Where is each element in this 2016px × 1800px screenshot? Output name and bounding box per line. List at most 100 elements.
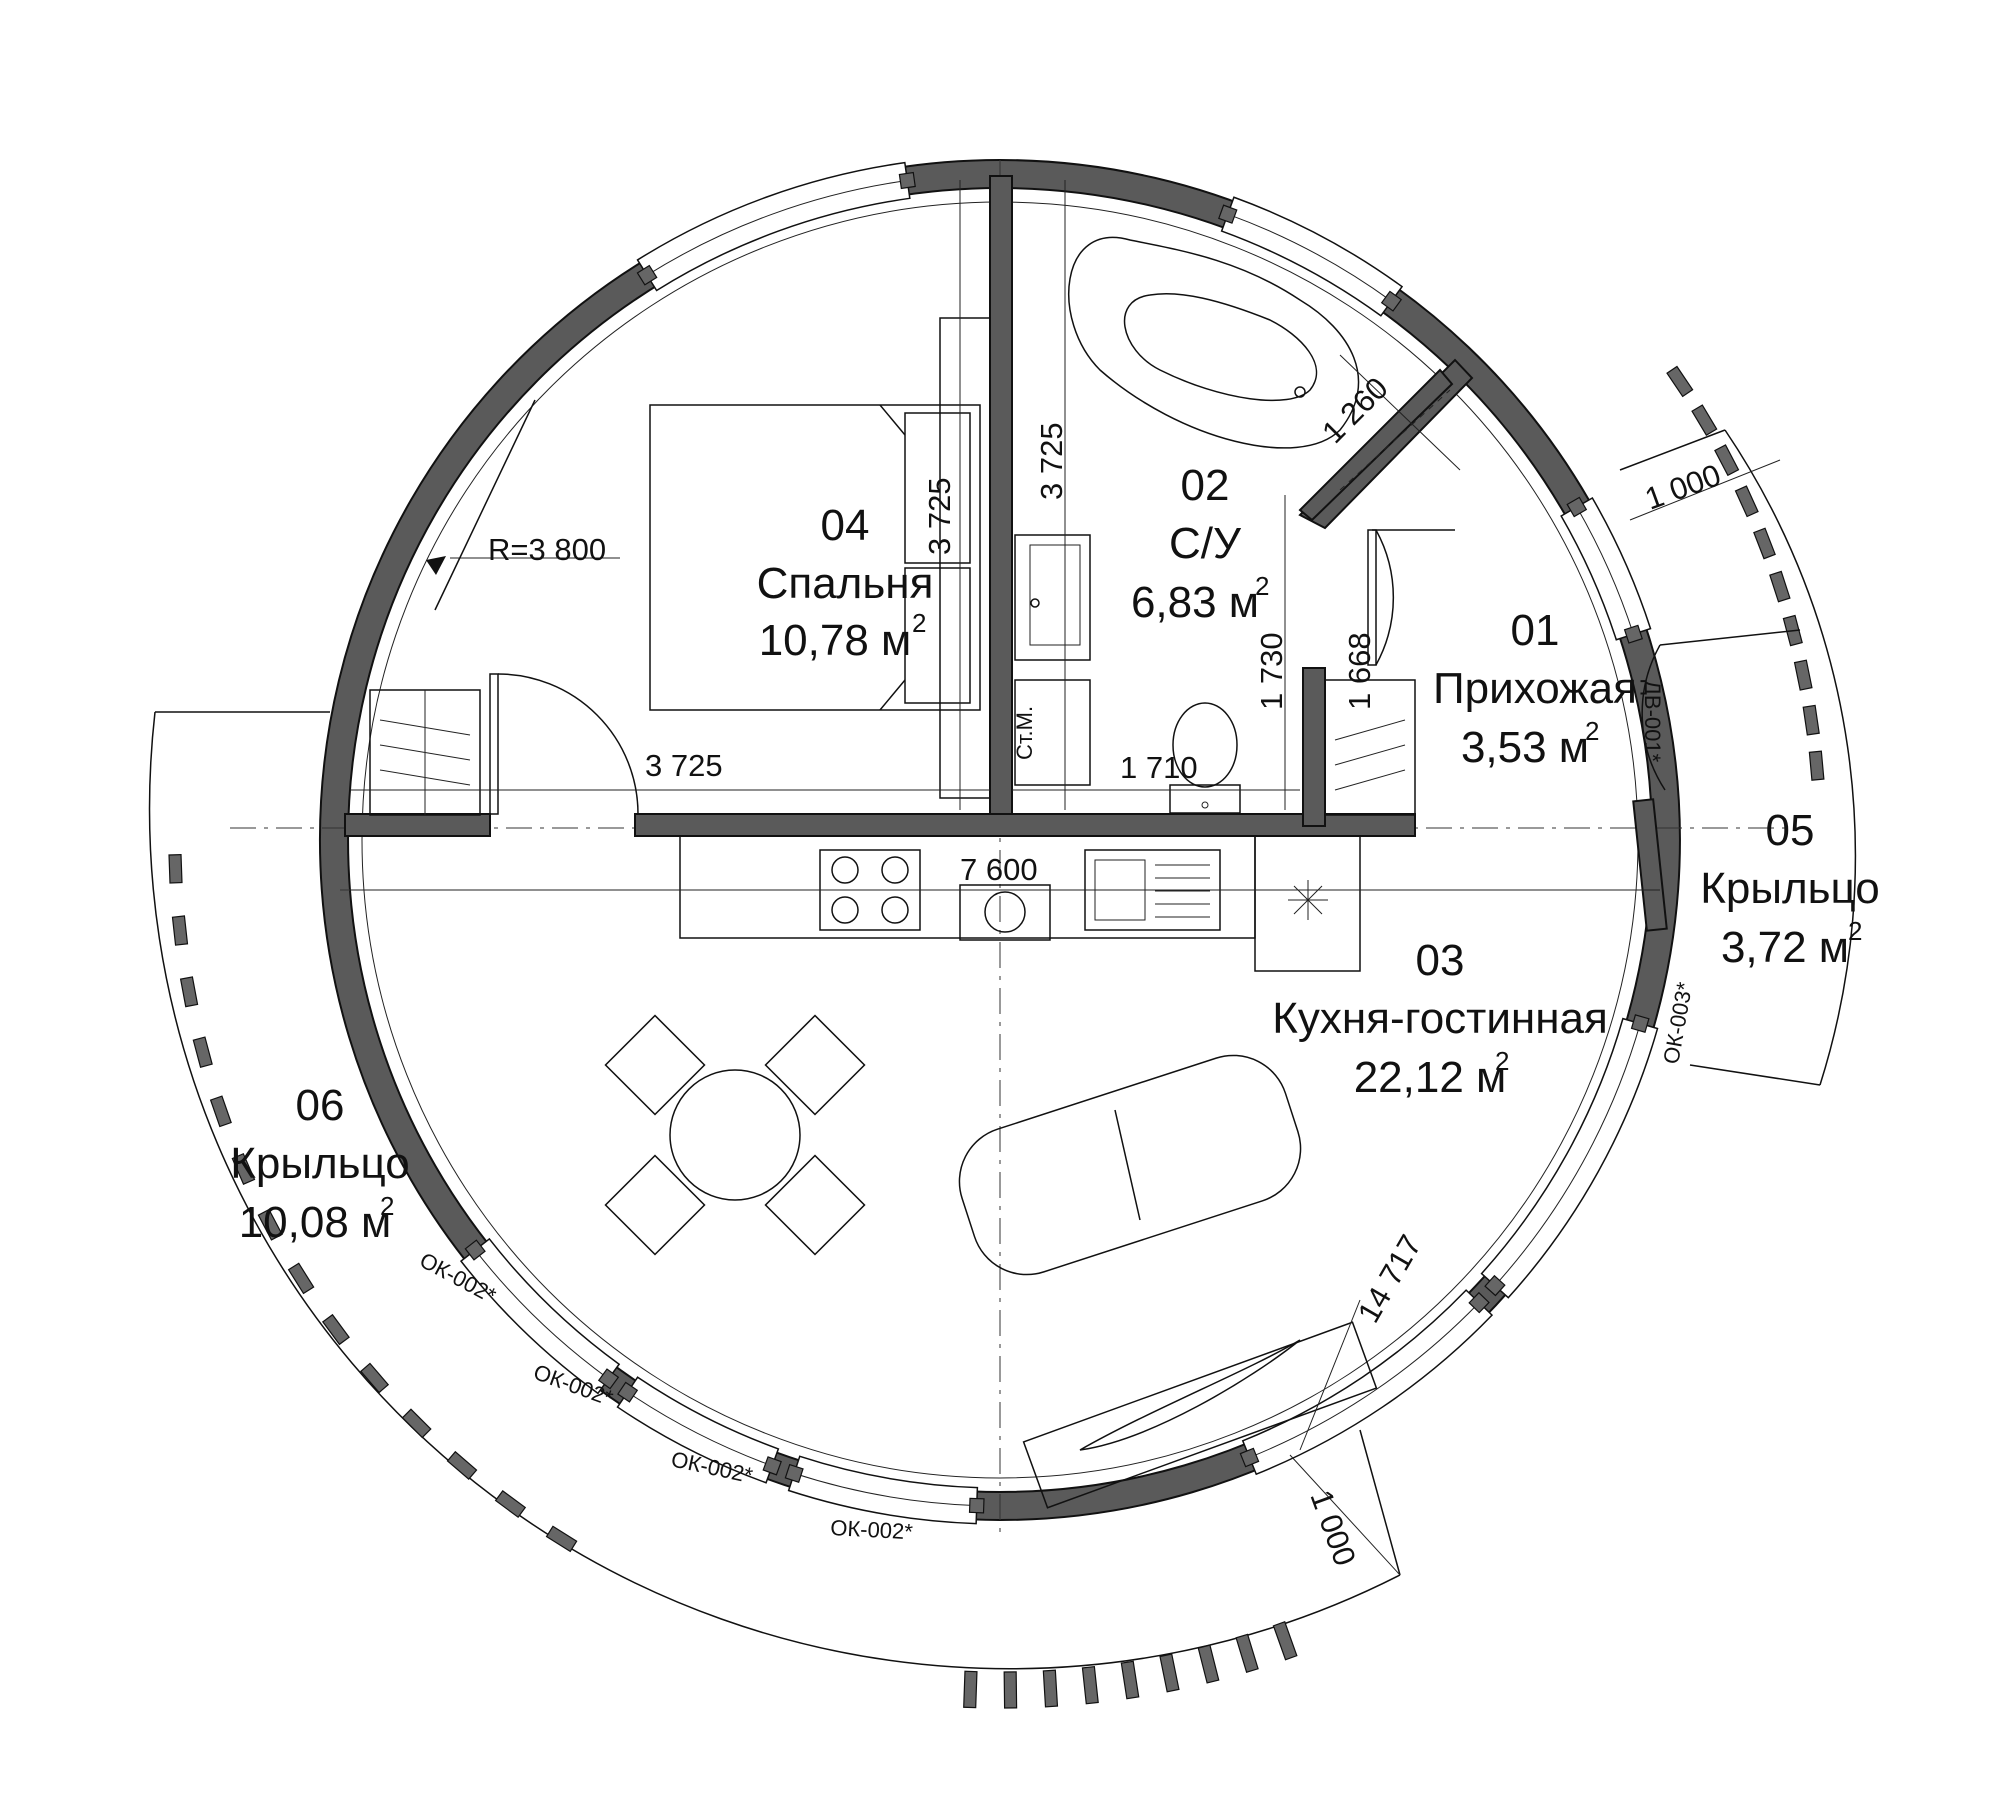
sofa: [958, 1054, 1302, 1276]
railing-post: [287, 1262, 315, 1295]
dim-porch-right: 1 000: [1640, 457, 1725, 516]
railing-post: [1793, 659, 1813, 691]
radius-pointer: [426, 399, 536, 611]
railing-post: [1714, 444, 1740, 477]
room-06-name: Крыльцо: [230, 1139, 410, 1188]
room-06-number: 06: [296, 1081, 345, 1130]
room-03-number: 03: [1416, 936, 1465, 985]
dim-hall-height: 1 730: [1254, 632, 1289, 710]
window-frame: [1468, 1291, 1490, 1314]
porch-bench: [1022, 1321, 1378, 1509]
dimension-labels: R=3 800 3 725 3 725 3 725 1 710 1 730 1 …: [488, 370, 1725, 1570]
room-04-number: 04: [821, 501, 870, 550]
oven-fan: [959, 884, 1051, 941]
window-frame: [1380, 290, 1403, 312]
railing-post: [1272, 1621, 1298, 1661]
railing-post: [1769, 570, 1791, 603]
railing-post: [494, 1490, 527, 1519]
railing-post: [1120, 1660, 1140, 1700]
dim-hall-partition: 1 668: [1342, 632, 1377, 710]
room-02-name: С/У: [1169, 519, 1242, 568]
wc-fixture-label: Ст.М.: [1012, 706, 1037, 760]
room-05-area: 3,72 м: [1721, 923, 1849, 972]
room-labels: 04 Спальня 10,78 м 2 02 С/У 6,83 м 2 01 …: [230, 461, 1880, 1247]
room-02-area-sup: 2: [1255, 571, 1269, 601]
kitchen-counter: [679, 835, 1361, 972]
axis-lines: [230, 160, 1800, 1540]
window-glass: [1249, 1302, 1480, 1458]
window-frame: [898, 171, 916, 190]
room-03-area: 22,12 м: [1354, 1053, 1507, 1102]
bedroom-shelves: [369, 689, 481, 816]
window-frame: [1566, 496, 1588, 518]
railing-post: [168, 853, 183, 884]
railing-post: [1197, 1644, 1220, 1684]
railing-post: [1691, 404, 1718, 437]
room-04-area-sup: 2: [912, 608, 926, 638]
window-glass: [1494, 1023, 1641, 1286]
railing-post: [360, 1362, 390, 1394]
radius-label: R=3 800: [488, 532, 606, 567]
window-glass: [474, 1249, 609, 1380]
window-frame: [784, 1463, 804, 1483]
railing-post: [1235, 1633, 1259, 1674]
railing-post: [179, 976, 199, 1008]
window-3: [1560, 496, 1652, 641]
bedroom-wardrobe: [939, 317, 991, 799]
railing-post: [1081, 1665, 1099, 1705]
dim-porch-arc: 14 717: [1351, 1229, 1429, 1329]
room-04-area: 10,78 м: [759, 616, 912, 665]
window-frame: [464, 1239, 486, 1261]
railing-post: [231, 1152, 256, 1185]
room-05-area-sup: 2: [1848, 916, 1862, 946]
railing-post: [1808, 750, 1825, 781]
window-8: [459, 1237, 621, 1395]
bed: [649, 404, 981, 711]
window-frame: [1630, 1014, 1650, 1033]
window-glass: [1227, 213, 1392, 302]
railing-post: [257, 1208, 283, 1241]
railing-post: [1159, 1653, 1180, 1693]
window-glass: [1576, 506, 1634, 635]
railing-post: [401, 1408, 432, 1439]
hall-shelves: [1324, 679, 1416, 816]
window-6: [787, 1455, 979, 1525]
door-tag: ДВ-001*: [1640, 680, 1665, 763]
room-05-name: Крыльцо: [1700, 864, 1880, 913]
railing-post: [1666, 365, 1694, 398]
railing-post: [1802, 704, 1820, 736]
room-01-number: 01: [1511, 606, 1560, 655]
bedroom-door: [489, 673, 639, 815]
porch-west-railing: [168, 853, 1298, 1709]
window-frame: [762, 1456, 782, 1476]
room-06-area: 10,08 м: [239, 1198, 392, 1247]
dim-overall: 7 600: [960, 852, 1038, 887]
room-01-name: Прихожая: [1433, 664, 1637, 713]
railing-post: [1734, 485, 1759, 518]
window-frame: [617, 1381, 639, 1403]
dimension-lines: [350, 180, 1781, 1576]
room-04-name: Спальня: [757, 559, 934, 608]
tag-labels: Ст.М. ДВ-001* ОК-003* ОК-002* ОК-002* ОК…: [416, 680, 1698, 1544]
bathtub: [1068, 236, 1360, 449]
porch-east: [1619, 429, 1857, 1086]
window-openings: [459, 161, 1659, 1525]
toilet: [1169, 702, 1241, 814]
dim-bedroom-depth: 3 725: [922, 477, 957, 555]
hall-door: [1367, 529, 1455, 666]
window-frame: [1623, 624, 1643, 644]
window-frame: [636, 264, 658, 286]
railing-post: [1042, 1669, 1059, 1708]
interior-walls: [344, 175, 1668, 932]
window-frame: [1218, 204, 1238, 224]
window-2: [1220, 196, 1404, 317]
room-01-area: 3,53 м: [1461, 723, 1589, 772]
railing-post: [963, 1670, 978, 1709]
window-glass: [627, 1391, 773, 1467]
dim-porch-bottom: 1 000: [1303, 1485, 1362, 1570]
room-03-area-sup: 2: [1495, 1046, 1509, 1076]
window-frame: [1484, 1274, 1506, 1297]
railing-post: [171, 915, 189, 946]
hall-coat-rack: [1339, 389, 1451, 491]
